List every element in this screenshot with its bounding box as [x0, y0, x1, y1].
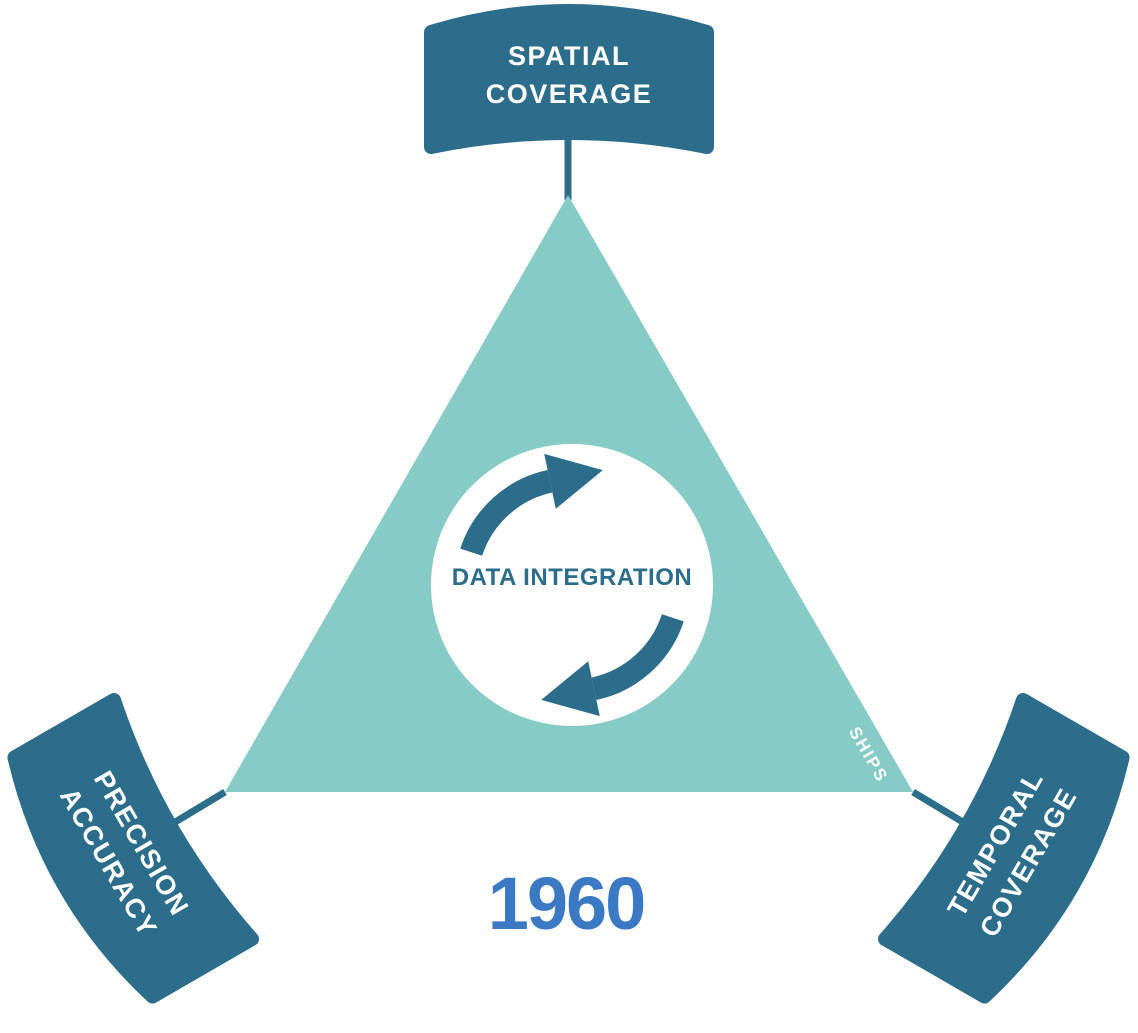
banner-line: COVERAGE: [485, 78, 653, 109]
banner-label-spatial-coverage: SPATIAL COVERAGE: [419, 25, 719, 125]
banner-line: SPATIAL: [508, 40, 630, 71]
center-label-data-integration: DATA INTEGRATION: [451, 564, 693, 591]
year-caption: 1960: [487, 862, 647, 945]
